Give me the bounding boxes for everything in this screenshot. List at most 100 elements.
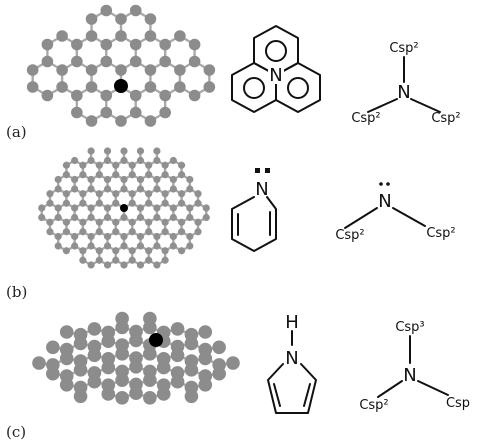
lattice-carbon-atom: [144, 30, 157, 42]
lattice-carbon-atom: [161, 161, 169, 169]
lattice-carbon-atom: [112, 161, 120, 169]
pyrrole-structure: H N: [267, 312, 317, 414]
lattice-carbon-atom: [136, 185, 145, 193]
lattice-carbon-atom: [120, 242, 128, 250]
lattice-carbon-atom: [62, 190, 71, 198]
lattice-carbon-atom: [87, 213, 95, 222]
lattice-carbon-atom: [101, 387, 116, 401]
lattice-carbon-atom: [153, 232, 161, 241]
bonding-scheme-a: N Csp² Csp² Csp²: [351, 41, 460, 126]
lattice-carbon-atom: [202, 213, 210, 222]
lattice-carbon-atom: [159, 38, 171, 51]
lattice-carbon-atom: [170, 374, 185, 389]
lattice-carbon-atom: [100, 4, 113, 17]
lattice-carbon-atom: [62, 247, 71, 255]
lattice-carbon-atom: [177, 199, 186, 207]
graphitic-n-structure: N: [231, 25, 321, 113]
lattice-carbon-atom: [174, 81, 186, 93]
lattice-carbon-atom: [73, 363, 88, 377]
lattice-carbon-atom: [145, 171, 153, 179]
lattice-carbon-atom: [103, 175, 112, 184]
lattice-carbon-atom: [59, 351, 74, 366]
lattice-carbon-atom: [156, 360, 171, 375]
lattice-carbon-atom: [177, 228, 186, 236]
lattice-carbon-atom: [143, 320, 157, 335]
lattice-carbon-atom: [79, 190, 87, 198]
lattice-carbon-atom: [26, 81, 39, 93]
lattice-carbon-atom: [153, 213, 161, 222]
lattice-carbon-atom: [153, 261, 161, 269]
ring-nitrogen-label: N: [285, 348, 298, 369]
lattice-carbon-atom: [115, 115, 127, 127]
nitrogen-label: N: [397, 82, 410, 103]
lattice-carbon-atom: [145, 161, 153, 169]
lattice-carbon-atom: [115, 373, 129, 387]
panel-label-b: (b): [6, 283, 27, 301]
lattice-carbon-atom: [79, 247, 87, 255]
lattice-carbon-atom: [56, 64, 68, 76]
lattice-carbon-atom: [161, 256, 169, 264]
lattice-carbon-atom: [169, 242, 177, 250]
lattice-carbon-atom: [169, 204, 177, 212]
lattice-carbon-atom: [112, 190, 120, 198]
lattice-carbon-atom: [159, 89, 171, 102]
panel-label-c: (c): [6, 423, 26, 441]
lattice-carbon-atom: [32, 356, 46, 370]
lattice-carbon-atom: [112, 199, 120, 207]
lattice-carbon-atom: [101, 334, 116, 348]
lattice-carbon-atom: [188, 55, 201, 68]
lattice-carbon-atom: [128, 218, 136, 226]
lattice-carbon-atom: [170, 322, 185, 336]
lattice-carbon-atom: [79, 171, 87, 179]
lattice-carbon-atom: [71, 38, 83, 51]
lattice-carbon-atom: [153, 156, 161, 165]
lattice-carbon-atom: [194, 218, 202, 226]
lattice-carbon-atom: [85, 30, 98, 42]
lattice-carbon-atom: [41, 89, 54, 102]
bonding-scheme-c: Csp³ N Csp² Csp: [359, 320, 470, 413]
lattice-carbon-atom: [103, 242, 112, 250]
lattice-carbon-atom: [79, 256, 87, 264]
lattice-carbon-atom: [85, 115, 98, 127]
lattice-carbon-atom: [136, 175, 145, 184]
lattice-carbon-atom: [100, 55, 113, 68]
lattice-carbon-atom: [145, 199, 153, 207]
lattice-carbon-atom: [128, 256, 136, 264]
lattice-carbon-atom: [73, 389, 88, 404]
lattice-carbon-atom: [159, 106, 171, 119]
lattice-carbon-atom: [136, 242, 145, 250]
lattice-carbon-atom: [46, 228, 54, 236]
lone-pair-dot: [386, 182, 390, 186]
lattice-carbon-atom: [120, 185, 128, 193]
lattice-carbon-atom: [56, 81, 68, 93]
lattice-carbon-atom: [115, 13, 127, 25]
lattice-carbon-atom: [62, 218, 71, 226]
lattice-carbon-atom: [95, 161, 103, 169]
lattice-carbon-atom: [87, 185, 95, 193]
lattice-carbon-atom: [103, 147, 112, 155]
lattice-carbon-atom: [186, 242, 194, 250]
lattice-carbon-atom: [54, 213, 62, 222]
aromatic-ring-circle: [265, 40, 287, 62]
lattice-carbon-atom: [129, 55, 142, 68]
lattice-carbon-atom: [161, 228, 169, 236]
lattice-carbon-atom: [41, 55, 54, 68]
lattice-carbon-atom: [87, 232, 95, 241]
panel-c: H N Csp³ N Csp² Csp (c): [6, 311, 470, 441]
lattice-carbon-atom: [79, 218, 87, 226]
lattice-carbon-atom: [129, 38, 142, 51]
lattice-carbon-atom: [145, 247, 153, 255]
lattice-carbon-atom: [177, 161, 186, 169]
lattice-carbon-atom: [128, 199, 136, 207]
lattice-carbon-atom: [87, 322, 102, 336]
lattice-carbon-atom: [128, 190, 136, 198]
carbon-label: Csp²: [359, 398, 388, 413]
aromatic-ring-circle: [287, 77, 309, 99]
lattice-carbon-atom: [136, 204, 145, 212]
lattice-carbon-atom: [161, 218, 169, 226]
carbon-label: Csp: [446, 396, 470, 411]
lattice-carbon-atom: [153, 204, 161, 212]
lattice-carbon-atom: [186, 213, 194, 222]
lattice-carbon-atom: [100, 89, 113, 102]
lattice-carbon-atom: [136, 213, 145, 222]
